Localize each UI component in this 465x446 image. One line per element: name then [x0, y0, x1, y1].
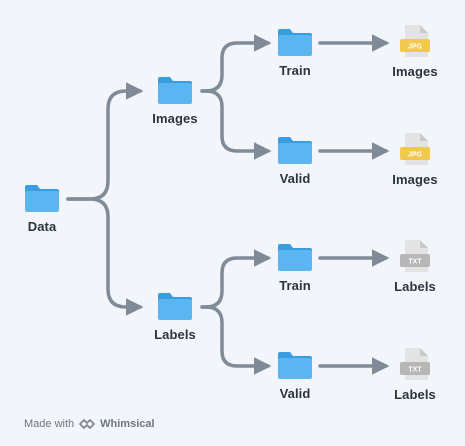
node-labels-valid[interactable]: Valid — [270, 350, 320, 401]
connector-labels-valid — [200, 305, 272, 375]
folder-icon — [278, 137, 312, 164]
file-badge: JPG — [408, 44, 423, 51]
folder-icon — [158, 77, 192, 104]
connector-images-train — [200, 34, 272, 93]
whimsical-logo-icon — [79, 419, 95, 429]
node-labels-valid-files[interactable]: TXT Labels — [385, 347, 445, 402]
node-images[interactable]: Images — [145, 75, 205, 126]
jpg-file-icon: JPG — [400, 133, 430, 165]
node-label: Labels — [394, 387, 436, 402]
connector-data-labels — [66, 197, 144, 316]
node-label: Valid — [279, 171, 311, 186]
footer-prefix: Made with — [24, 418, 75, 430]
made-with-footer[interactable]: Made with Whimsical — [24, 418, 155, 430]
file-badge: JPG — [408, 152, 423, 159]
folder-icon — [278, 29, 312, 56]
node-label: Images — [392, 64, 438, 79]
node-images-train[interactable]: Train — [270, 27, 320, 78]
jpg-file-icon: JPG — [400, 25, 430, 57]
txt-file-icon: TXT — [400, 240, 430, 272]
file-badge: TXT — [408, 259, 422, 266]
connector-images-valid — [200, 89, 272, 160]
node-labels-train[interactable]: Train — [270, 242, 320, 293]
node-label: Labels — [154, 327, 196, 342]
footer-brand: Whimsical — [100, 418, 155, 430]
folder-icon — [25, 185, 59, 212]
txt-file-icon: TXT — [400, 348, 430, 380]
node-images-train-files[interactable]: JPG Images — [385, 24, 445, 79]
file-badge: TXT — [408, 367, 422, 374]
node-images-valid[interactable]: Valid — [270, 135, 320, 186]
node-images-valid-files[interactable]: JPG Images — [385, 132, 445, 187]
node-label: Images — [392, 172, 438, 187]
node-label: Data — [27, 219, 57, 234]
node-label: Images — [152, 111, 198, 126]
folder-icon — [278, 244, 312, 271]
connector-data-images — [66, 82, 144, 201]
connector-labels-train — [200, 249, 272, 309]
node-labels[interactable]: Labels — [145, 291, 205, 342]
node-label: Valid — [279, 386, 311, 401]
node-label: Train — [279, 278, 311, 293]
node-labels-train-files[interactable]: TXT Labels — [385, 239, 445, 294]
node-label: Train — [279, 63, 311, 78]
node-data[interactable]: Data — [18, 183, 66, 234]
folder-icon — [158, 293, 192, 320]
node-label: Labels — [394, 279, 436, 294]
folder-icon — [278, 352, 312, 379]
